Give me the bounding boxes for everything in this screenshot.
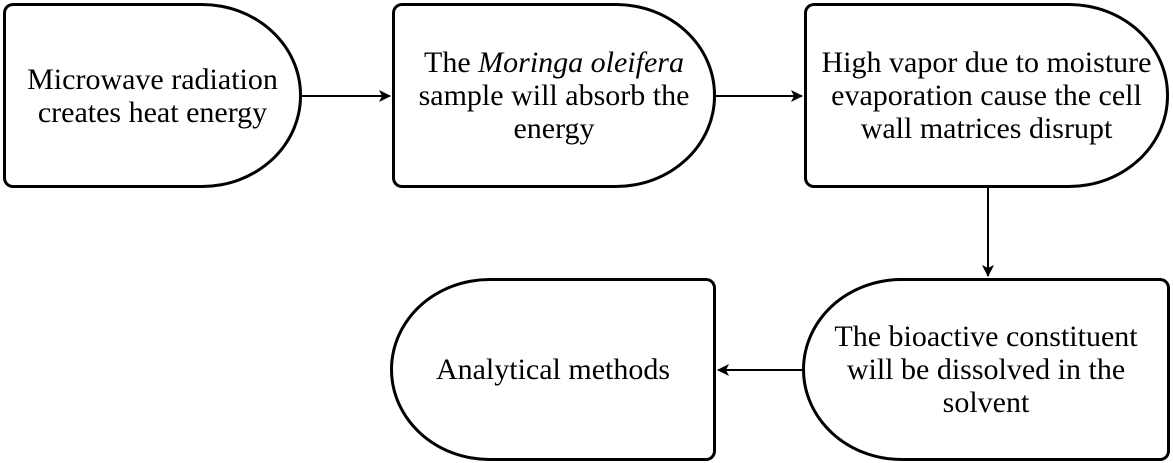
step-sample-absorbs-energy-label: The Moringa oleifera sample will absorb … (403, 46, 705, 145)
step-vapor-disrupts-cell-wall: High vapor due to moisture evaporation c… (804, 3, 1169, 188)
step-microwave-radiation: Microwave radiation creates heat energy (3, 3, 302, 188)
step-constituent-dissolved-label: The bioactive constituent will be dissol… (834, 320, 1138, 419)
step-analytical-methods-label: Analytical methods (435, 353, 671, 386)
step-microwave-radiation-label: Microwave radiation creates heat energy (27, 62, 278, 129)
step-vapor-disrupts-cell-wall-label: High vapor due to moisture evaporation c… (821, 46, 1152, 145)
step-analytical-methods: Analytical methods (390, 278, 716, 461)
step-sample-absorbs-energy: The Moringa oleifera sample will absorb … (392, 3, 716, 188)
species-name: Moringa oleifera (478, 46, 684, 79)
step-constituent-dissolved: The bioactive constituent will be dissol… (802, 278, 1170, 461)
step2-prefix: The (424, 46, 479, 79)
step2-suffix: sample will absorb the energy (418, 79, 690, 145)
